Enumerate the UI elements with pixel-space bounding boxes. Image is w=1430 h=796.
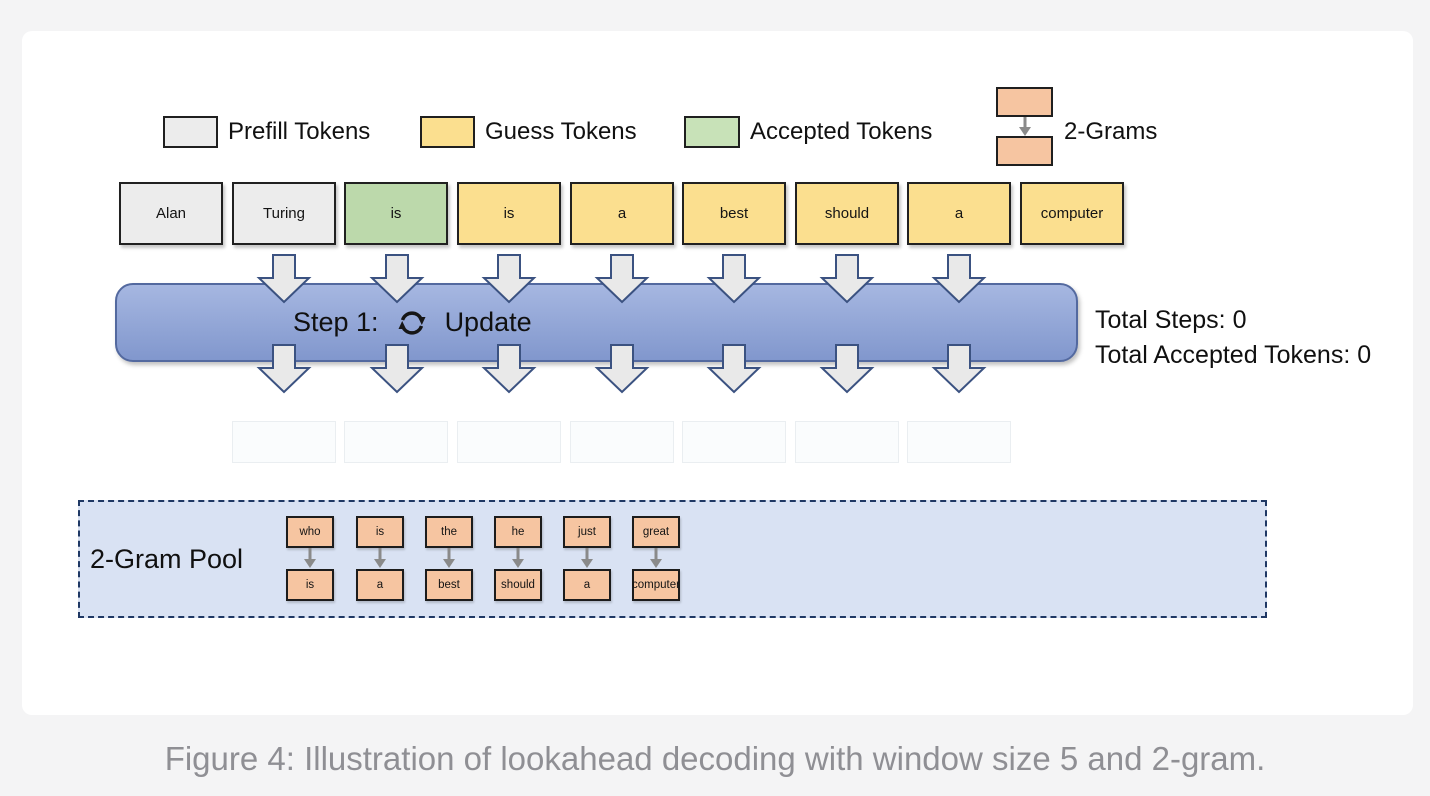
two-gram-pair: who is (286, 516, 334, 601)
token-box: Turing (232, 182, 336, 245)
legend-guess-swatch (420, 116, 475, 148)
gram-bottom-box: a (563, 569, 611, 601)
two-gram-pair: great computer (632, 516, 680, 601)
legend-2gram-arrow-icon (1019, 117, 1031, 136)
token-box: best (682, 182, 786, 245)
ghost-token-box (344, 421, 448, 463)
gram-top-box: great (632, 516, 680, 548)
ghost-token-box (457, 421, 561, 463)
legend-2gram-bottom-box (996, 136, 1053, 166)
refresh-icon (398, 310, 426, 335)
gram-bottom-box: is (286, 569, 334, 601)
ghost-token-box (570, 421, 674, 463)
ghost-token-box (682, 421, 786, 463)
gram-top-box: is (356, 516, 404, 548)
two-gram-pair: he should (494, 516, 542, 601)
update-label: Update (444, 307, 532, 337)
down-arrow-icon (256, 344, 312, 394)
figure-caption: Figure 4: Illustration of lookahead deco… (164, 740, 1266, 777)
down-arrow-icon (594, 344, 650, 394)
gram-top-box: he (494, 516, 542, 548)
gram-arrow-icon (650, 548, 662, 568)
legend-accepted-swatch (684, 116, 740, 148)
gram-arrow-icon (374, 548, 386, 568)
stats-block: Total Steps: 0 Total Accepted Tokens: 0 (1095, 303, 1371, 373)
total-steps: Total Steps: 0 (1095, 306, 1247, 334)
gram-top-box: who (286, 516, 334, 548)
token-box: is (457, 182, 561, 245)
ghost-token-box (795, 421, 899, 463)
down-arrow-icon (594, 254, 650, 304)
gram-top-box: just (563, 516, 611, 548)
token-box: computer (1020, 182, 1124, 245)
ghost-token-box (907, 421, 1011, 463)
legend-2gram-top-box (996, 87, 1053, 117)
token-box: Alan (119, 182, 223, 245)
gram-bottom-box: computer (632, 569, 680, 601)
legend-prefill-swatch (163, 116, 218, 148)
gram-arrow-icon (443, 548, 455, 568)
gram-top-box: the (425, 516, 473, 548)
total-accepted-tokens: Total Accepted Tokens: 0 (1095, 341, 1372, 369)
legend-prefill-label: Prefill Tokens (228, 118, 371, 145)
token-box: is (344, 182, 448, 245)
gram-arrow-icon (581, 548, 593, 568)
two-gram-pair: the best (425, 516, 473, 601)
down-arrow-icon (256, 254, 312, 304)
gram-arrow-icon (512, 548, 524, 568)
legend-guess-label: Guess Tokens (485, 118, 637, 145)
step-label: Step 1: (293, 307, 379, 337)
gram-bottom-box: should (494, 569, 542, 601)
ghost-token-box (232, 421, 336, 463)
two-gram-pair: is a (356, 516, 404, 601)
token-box: a (907, 182, 1011, 245)
down-arrow-icon (369, 254, 425, 304)
step-bar-text: Step 1: Update (293, 283, 532, 362)
token-box: a (570, 182, 674, 245)
down-arrow-icon (481, 344, 537, 394)
token-box: should (795, 182, 899, 245)
gram-bottom-box: a (356, 569, 404, 601)
legend-2grams-label: 2-Grams (1064, 118, 1158, 145)
two-gram-pool-label: 2-Gram Pool (90, 543, 244, 574)
down-arrow-icon (819, 254, 875, 304)
legend-accepted-label: Accepted Tokens (750, 118, 933, 145)
down-arrow-icon (931, 254, 987, 304)
gram-arrow-icon (304, 548, 316, 568)
down-arrow-icon (481, 254, 537, 304)
two-gram-pair: just a (563, 516, 611, 601)
down-arrow-icon (931, 344, 987, 394)
down-arrow-icon (706, 254, 762, 304)
down-arrow-icon (706, 344, 762, 394)
gram-bottom-box: best (425, 569, 473, 601)
down-arrow-icon (369, 344, 425, 394)
down-arrow-icon (819, 344, 875, 394)
